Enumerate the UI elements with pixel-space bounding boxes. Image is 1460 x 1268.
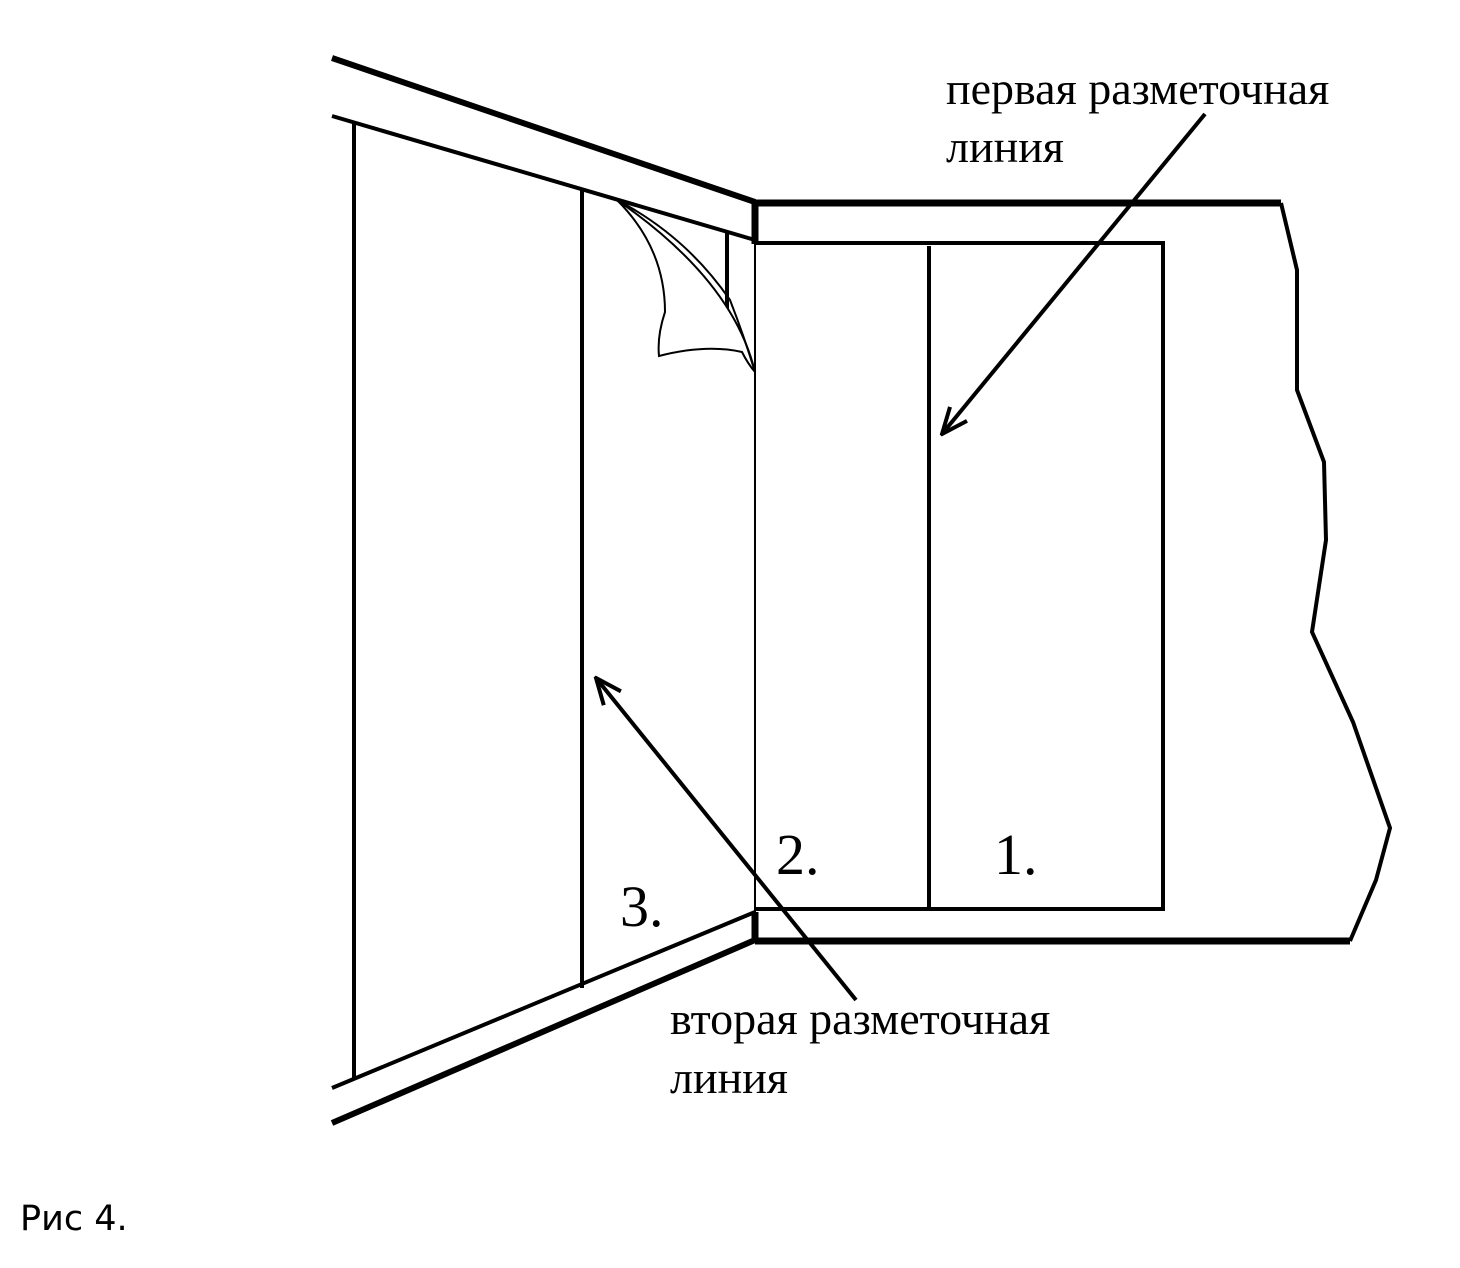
first-line-label-1: первая разметочная: [946, 63, 1329, 114]
baseboard-left: [331, 910, 756, 1090]
torn-edge: [1279, 202, 1393, 942]
strip-number-1: 1.: [994, 822, 1038, 887]
floor-edge-left: [330, 937, 757, 1126]
second-line-label-2: линия: [670, 1052, 788, 1103]
ceiling-edge-left: [331, 55, 756, 205]
peeled-corner-fold: [616, 199, 756, 373]
strip-number-2: 2.: [776, 822, 820, 887]
first-line-arrow: [942, 112, 1207, 434]
ceiling-edge-right: [751, 199, 1281, 244]
ceiling-molding-left: [331, 114, 756, 242]
second-line-arrow: [596, 678, 858, 1002]
second-line-label-1: вторая разметочная: [670, 993, 1050, 1044]
strip-number-3: 3.: [620, 874, 664, 939]
peeled-corner: [616, 199, 756, 373]
right-wall-frame: [755, 241, 1165, 911]
first-line-label-2: линия: [946, 121, 1064, 172]
floor-edge-right: [751, 912, 1350, 945]
figure-caption: Рис 4.: [20, 1199, 128, 1239]
